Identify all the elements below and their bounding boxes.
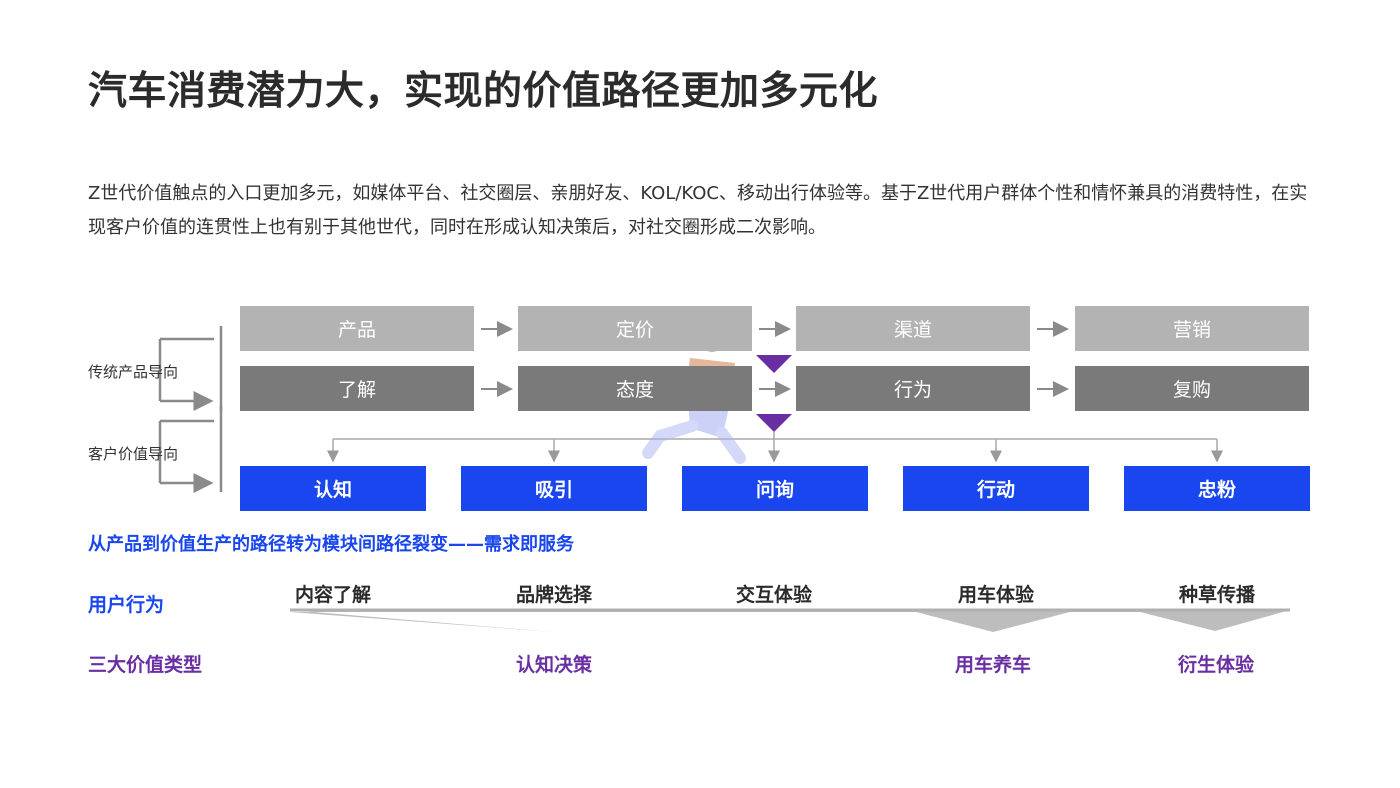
triangle-marker-upper [756, 355, 792, 373]
triangle-marker-lower [756, 414, 792, 432]
box-inquiry: 问询 [682, 466, 868, 511]
box-cognition: 认知 [240, 466, 426, 511]
distribution-lines [327, 432, 1223, 463]
behavior-item: 内容了解 [294, 584, 372, 606]
box-product: 产品 [240, 306, 474, 351]
bracket-customer [158, 406, 223, 493]
side-label-customer: 客户价值导向 [88, 445, 179, 463]
value-type-item: 用车养车 [954, 654, 1032, 676]
box-attitude: 态度 [518, 366, 752, 411]
box-loyal-fans: 忠粉 [1124, 466, 1310, 511]
behavior-item: 种草传播 [1178, 584, 1256, 606]
value-type-item: 衍生体验 [1177, 654, 1255, 676]
behavior-banner [290, 610, 1290, 632]
box-channel: 渠道 [796, 306, 1030, 351]
box-attraction: 吸引 [461, 466, 647, 511]
box-understand: 了解 [240, 366, 474, 411]
intro-paragraph: Z世代价值触点的入口更加多元，如媒体平台、社交圈层、亲朋好友、KOL/KOC、移… [88, 183, 1308, 238]
behavior-item: 品牌选择 [515, 584, 593, 606]
bracket-traditional [158, 326, 223, 411]
box-action: 行动 [903, 466, 1089, 511]
box-pricing: 定价 [518, 306, 752, 351]
row-arrows [481, 321, 1069, 397]
behavior-label: 用户行为 [88, 594, 165, 616]
box-behavior: 行为 [796, 366, 1030, 411]
box-marketing: 营销 [1075, 306, 1309, 351]
behavior-item: 交互体验 [735, 584, 813, 606]
box-repurchase: 复购 [1075, 366, 1309, 411]
page-title: 汽车消费潜力大，实现的价值路径更加多元化 [88, 69, 879, 114]
side-label-traditional: 传统产品导向 [88, 363, 179, 381]
value-types-label: 三大价值类型 [88, 654, 203, 676]
behavior-item: 用车体验 [957, 584, 1035, 606]
summary-heading: 从产品到价值生产的路径转为模块间路径裂变——需求即服务 [88, 534, 574, 555]
value-type-item: 认知决策 [515, 654, 593, 676]
